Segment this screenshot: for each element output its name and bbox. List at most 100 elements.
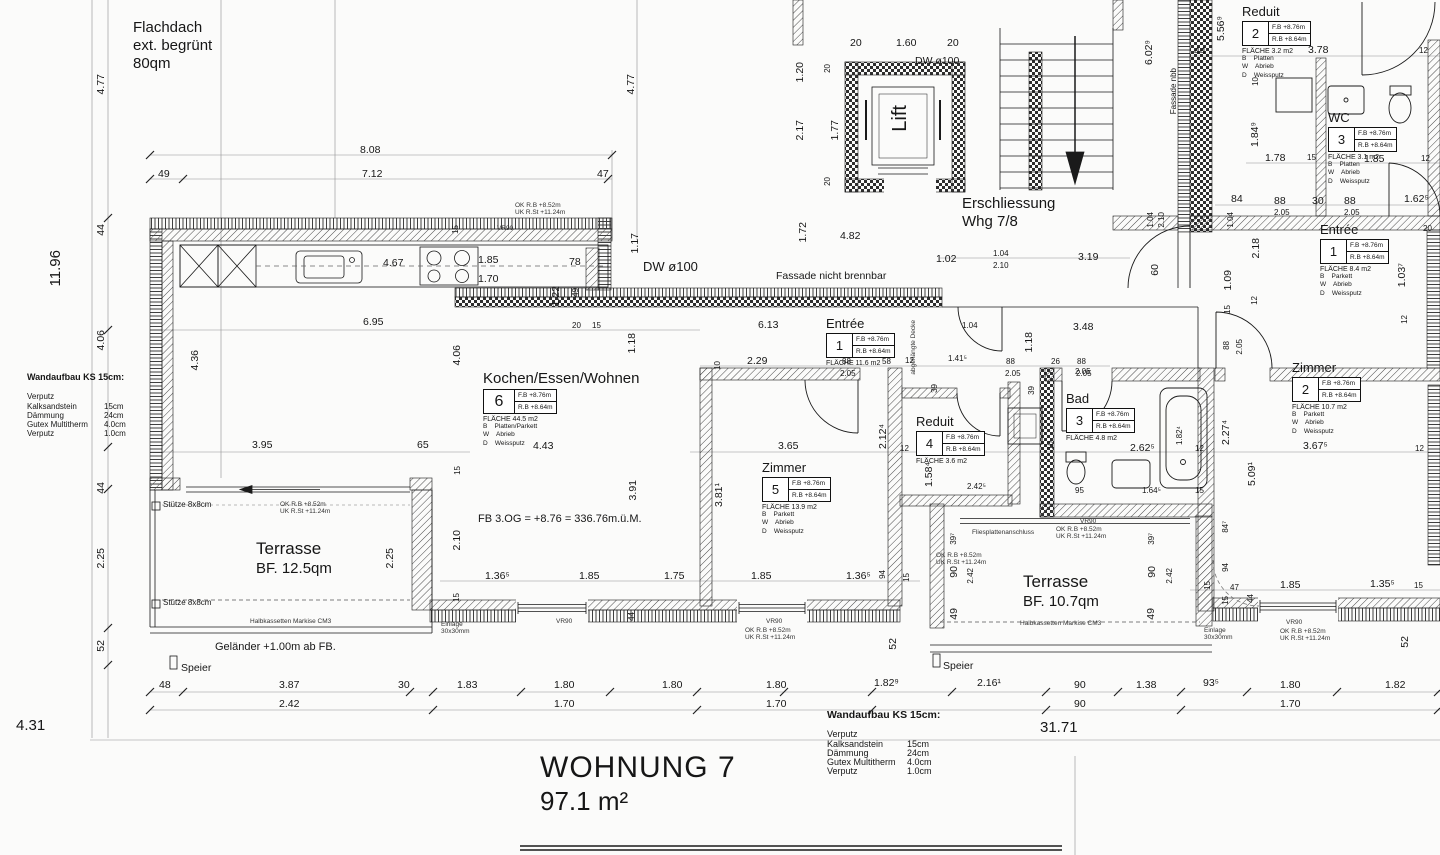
dim-label: 6.02⁹ bbox=[1143, 40, 1155, 65]
dim-label: 20 bbox=[1423, 224, 1432, 233]
room-number: 6 bbox=[484, 390, 515, 413]
dim-label: 1.83 bbox=[457, 679, 478, 691]
dw100-label: DW ø100 bbox=[915, 55, 960, 67]
terrasse-2-area: BF. 10.7qm bbox=[1023, 593, 1099, 610]
dim-label: 2.17 bbox=[794, 120, 806, 141]
dim-label: 1.04 bbox=[993, 249, 1009, 258]
dim-label: 1.85 bbox=[1364, 153, 1385, 165]
dim-label: 1.35⁵ bbox=[1370, 578, 1395, 590]
dim-label: 49 bbox=[571, 288, 580, 297]
dim-label: 93⁵ bbox=[1203, 677, 1220, 689]
dim-label: 2.05 bbox=[1235, 339, 1244, 355]
wandaufbau-row: Kalksandstein bbox=[827, 739, 884, 749]
dim-label: 12 bbox=[900, 444, 909, 453]
dim-label: 3.67⁵ bbox=[1303, 440, 1328, 452]
dim-label: 2.42 bbox=[966, 568, 975, 584]
room-zimmer-2: Zimmer 2 F.B +8.76m R.B +8.64m FLÄCHE 10… bbox=[1292, 360, 1361, 436]
dim-label: 12 bbox=[1415, 444, 1424, 453]
einlage-label: Einlage bbox=[441, 621, 463, 628]
terrasse-1-area: BF. 12.5qm bbox=[256, 560, 332, 577]
wandaufbau-val: 24cm bbox=[104, 411, 124, 420]
dim-label: 1.36⁵ bbox=[485, 570, 510, 582]
dim-label: 11.96 bbox=[47, 250, 64, 287]
dim-label: 20 bbox=[947, 37, 959, 49]
wandaufbau-row: Dämmung bbox=[27, 411, 64, 420]
room-zimmer-5: Zimmer 5 F.B +8.76m R.B +8.64m FLÄCHE 13… bbox=[762, 460, 831, 536]
dim-label: 3.65 bbox=[778, 440, 799, 452]
dim-label: 39⁷ bbox=[1147, 533, 1156, 545]
dim-label: 90 bbox=[1074, 679, 1086, 691]
dim-label: 1.77 bbox=[829, 120, 841, 141]
window-level-note: UK R.St +11.24m bbox=[1056, 533, 1107, 540]
dim-label: 1.82⁹ bbox=[874, 677, 899, 689]
dim-label: 1.20 bbox=[794, 62, 806, 83]
erschliessung-note: Whg 7/8 bbox=[962, 213, 1018, 230]
dim-label: 2.05 bbox=[1076, 369, 1092, 378]
wandaufbau-val: 4.0cm bbox=[907, 757, 932, 767]
dim-label: 1.85 bbox=[1280, 579, 1301, 591]
washbasin-bad bbox=[1111, 459, 1151, 489]
room-name: Kochen/Essen/Wohnen bbox=[483, 370, 640, 387]
dim-label: 10 bbox=[713, 361, 722, 370]
room-kochen-essen-wohnen: Kochen/Essen/Wohnen 6 F.B +8.76m R.B +8.… bbox=[483, 370, 640, 447]
terrasse-1-label: Terrasse bbox=[256, 539, 322, 558]
dim-label: 1.22 bbox=[550, 286, 562, 307]
einlage-label: 30x30mm bbox=[1204, 634, 1233, 641]
markise-label: Halbkassetten Markise CM3 bbox=[1020, 620, 1102, 627]
dim-label: 1.04 bbox=[962, 321, 978, 330]
room-rb: R.B +8.64m bbox=[515, 401, 556, 413]
flachdach-note: ext. begrünt bbox=[133, 37, 213, 54]
room-area: FLÄCHE 44.5 m2 bbox=[483, 416, 538, 423]
window-level-note: OK R.B +8.52m bbox=[745, 627, 791, 634]
dim-label: 1.80 bbox=[662, 679, 683, 691]
dim-label: 1.70 bbox=[554, 698, 575, 710]
dim-label: 88 bbox=[1274, 195, 1286, 207]
dim-label: 1.85 bbox=[579, 570, 600, 582]
dim-label: 1.09 bbox=[1222, 270, 1234, 291]
dim-label: 2.25 bbox=[384, 548, 396, 569]
dim-label: 4.77 bbox=[95, 74, 107, 95]
einlage-label: Einlage bbox=[1204, 627, 1226, 634]
flachdach-note: Flachdach bbox=[133, 19, 203, 36]
dim-label: 2.42⁵ bbox=[967, 482, 986, 491]
dim-label: 6.13 bbox=[758, 319, 779, 331]
dim-label: 88 bbox=[1222, 341, 1231, 350]
dim-label: 12 bbox=[1400, 315, 1409, 324]
toilet-bad bbox=[1066, 459, 1086, 485]
dim-label: 4.43 bbox=[533, 440, 554, 452]
dim-label: 6.95 bbox=[363, 316, 384, 328]
dim-label: 1.36⁵ bbox=[846, 570, 871, 582]
dim-label: 88 bbox=[1344, 195, 1356, 207]
dim-label: 1.03⁷ bbox=[1396, 263, 1408, 288]
wandaufbau-row: Kalksandstein bbox=[27, 402, 77, 411]
dim-label: 1.70 bbox=[766, 698, 787, 710]
dim-label: 4.06 bbox=[95, 330, 107, 351]
dim-label: 39 bbox=[930, 384, 939, 393]
dim-label: 2.29 bbox=[747, 355, 768, 367]
wandaufbau-row: Verputz bbox=[27, 429, 55, 438]
dim-label: 1.70 bbox=[1280, 698, 1301, 710]
fixtures bbox=[1007, 77, 1412, 489]
window-level-note: OK R.B +8.52m bbox=[1280, 628, 1326, 635]
dim-label: 5.09¹ bbox=[1246, 462, 1258, 486]
dim-label: 2.10 bbox=[1157, 212, 1166, 228]
dim-label: 31.71 bbox=[1040, 719, 1078, 736]
dim-label: 2.05 bbox=[1005, 369, 1021, 378]
wandaufbau-row: Verputz bbox=[27, 392, 55, 401]
dim-label: 2.05 bbox=[1344, 208, 1360, 217]
dim-label: 15 bbox=[453, 466, 462, 475]
dim-label: 44 bbox=[95, 224, 107, 236]
dim-label: 3.91 bbox=[627, 480, 639, 501]
dim-label: 1.18 bbox=[1023, 332, 1035, 353]
dim-label: 1.17 bbox=[629, 233, 641, 254]
room-entree-mid: Entrée 1 F.B +8.76m R.B +8.64m FLÄCHE 11… bbox=[826, 316, 895, 367]
dim-label: 4.82 bbox=[840, 230, 861, 242]
dim-label: 30 bbox=[1312, 195, 1324, 207]
dim-label: 15 bbox=[1221, 596, 1230, 605]
einlage-label: 30x30mm bbox=[441, 628, 470, 635]
window-level-note: UK R.St +11.24m bbox=[515, 209, 566, 216]
sheet-title-area: 97.1 m² bbox=[540, 786, 629, 816]
dim-label: 5.56⁹ bbox=[1215, 16, 1227, 41]
wandaufbau-row: Dämmung bbox=[827, 748, 869, 758]
